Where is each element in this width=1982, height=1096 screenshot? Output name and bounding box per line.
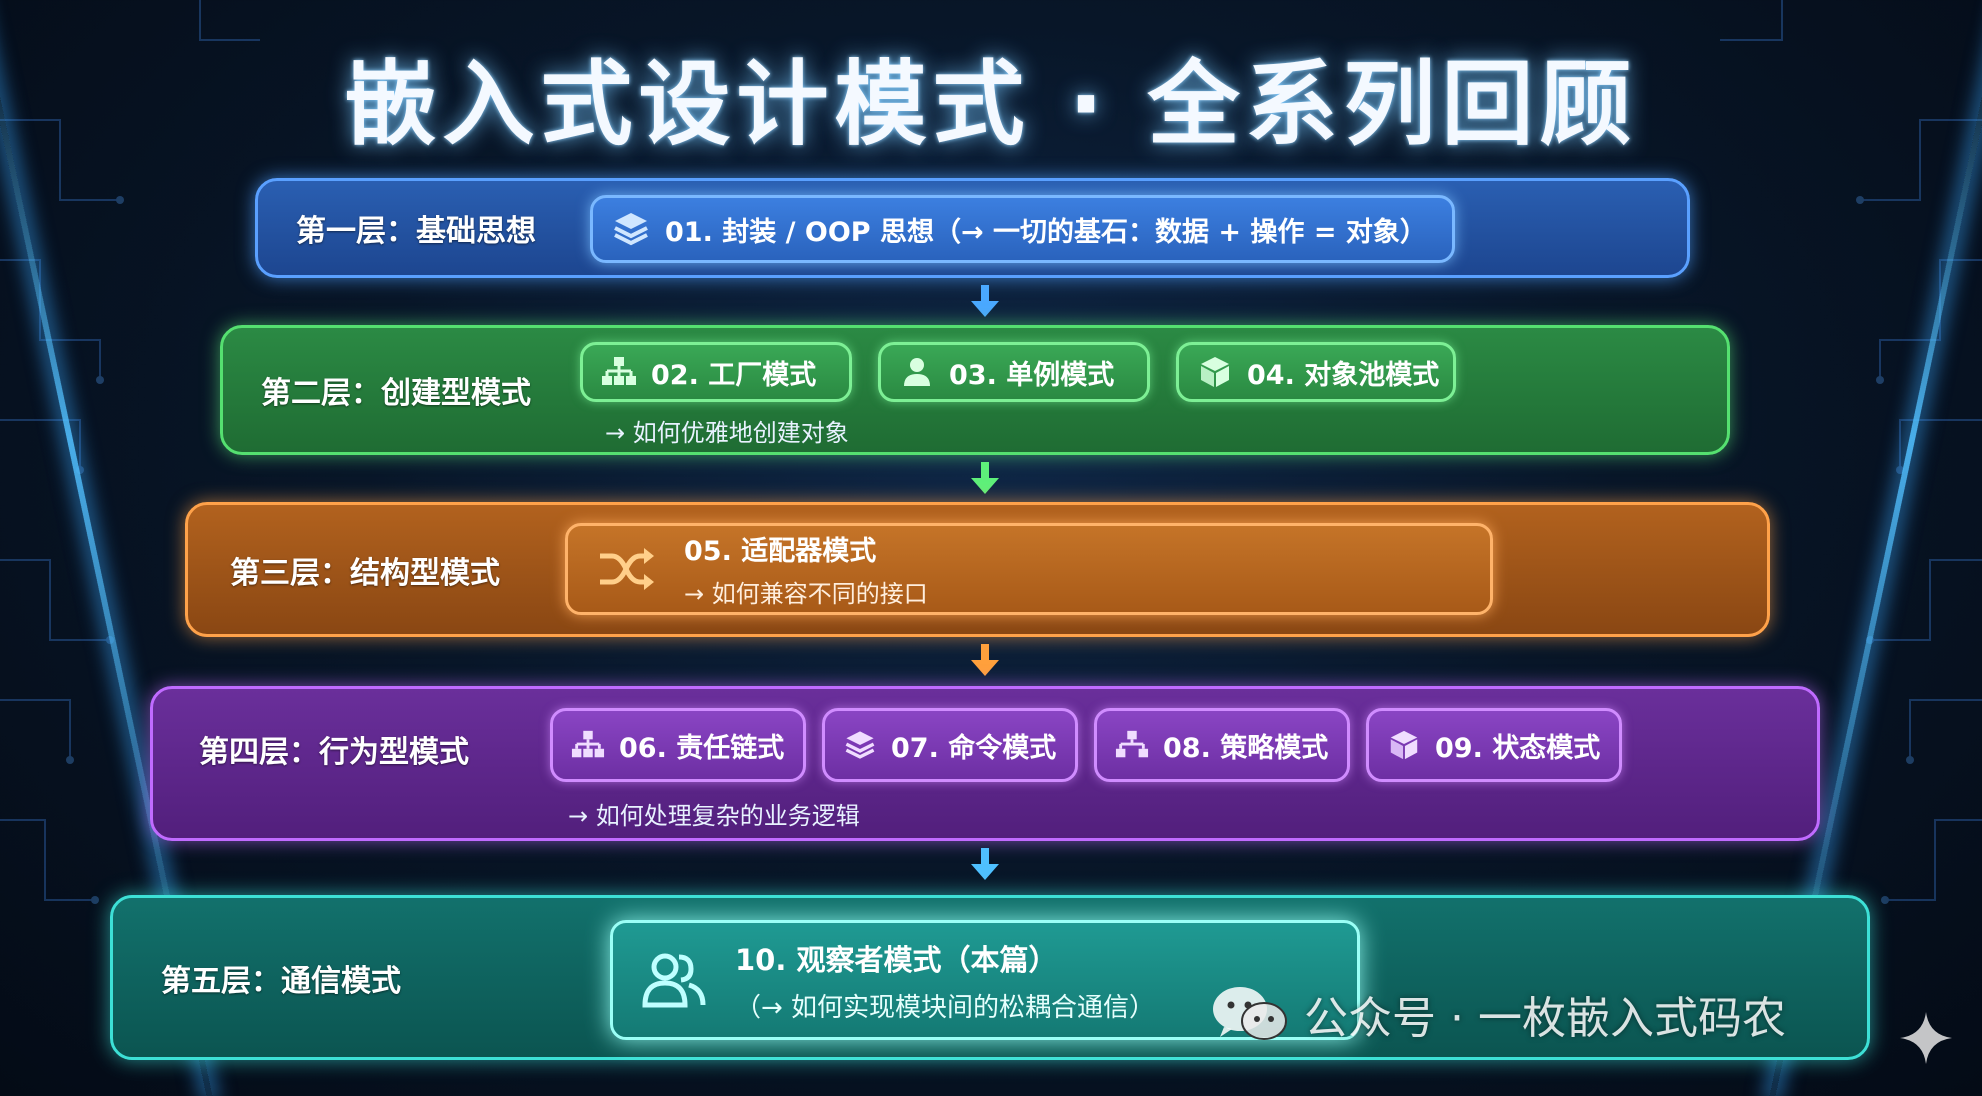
boxes-icon (1201, 357, 1229, 387)
cube-icon (1390, 730, 1418, 760)
pattern-10-text: 10. 观察者模式（本篇） (735, 942, 1058, 977)
user-icon (904, 358, 930, 386)
layers-icon (845, 731, 875, 759)
sparkle-icon (1900, 1012, 1952, 1064)
pattern-01-text: 01. 封装 / OOP 思想（→ 一切的基石：数据 + 操作 = 对象） (665, 216, 1427, 248)
layer-5-label: 第五层：通信模式 (161, 963, 401, 999)
pattern-02-text: 02. 工厂模式 (651, 359, 817, 391)
shuffle-icon (600, 548, 654, 590)
layer-4-label: 第四层：行为型模式 (199, 734, 469, 770)
hierarchy-icon (571, 730, 605, 758)
pattern-08-strategy[interactable]: 08. 策略模式 (1094, 708, 1350, 782)
pattern-04-text: 04. 对象池模式 (1247, 359, 1440, 391)
pattern-02-factory[interactable]: 02. 工厂模式 (580, 342, 852, 402)
pattern-07-text: 07. 命令模式 (891, 732, 1057, 764)
wechat-icon (1213, 987, 1287, 1040)
layer-3-label: 第三层：结构型模式 (230, 555, 500, 591)
pattern-06-chain-of-responsibility[interactable]: 06. 责任链式 (550, 708, 806, 782)
pattern-10-note: （→ 如何实现模块间的松耦合通信） (735, 992, 1156, 1023)
hierarchy-icon (1115, 730, 1149, 758)
page-title: 嵌入式设计模式 · 全系列回顾 (344, 51, 1638, 158)
pattern-05-note: → 如何兼容不同的接口 (684, 580, 928, 608)
pattern-09-state[interactable]: 09. 状态模式 (1366, 708, 1622, 782)
pattern-04-object-pool[interactable]: 04. 对象池模式 (1176, 342, 1456, 402)
pattern-07-command[interactable]: 07. 命令模式 (822, 708, 1078, 782)
watermark: 公众号 · 一枚嵌入式码农 (1210, 982, 1786, 1046)
layer-1-label: 第一层：基础思想 (296, 214, 536, 249)
pattern-09-text: 09. 状态模式 (1435, 732, 1601, 764)
pattern-05-adapter[interactable]: 05. 适配器模式 → 如何兼容不同的接口 (565, 523, 1493, 615)
pattern-01-encapsulation[interactable]: 01. 封装 / OOP 思想（→ 一切的基石：数据 + 操作 = 对象） (590, 195, 1455, 263)
users-icon (642, 953, 706, 1008)
hierarchy-icon (602, 357, 636, 385)
pattern-03-text: 03. 单例模式 (949, 359, 1115, 391)
layer-2-label: 第二层：创建型模式 (261, 376, 531, 411)
pattern-08-text: 08. 策略模式 (1163, 732, 1329, 764)
pattern-05-text: 05. 适配器模式 (684, 536, 877, 567)
watermark-text: 公众号 · 一枚嵌入式码农 (1304, 993, 1786, 1044)
pattern-03-singleton[interactable]: 03. 单例模式 (878, 342, 1150, 402)
layer-2-subtitle: → 如何优雅地创建对象 (605, 419, 849, 447)
layer-4-subtitle: → 如何处理复杂的业务逻辑 (568, 802, 860, 830)
pattern-06-text: 06. 责任链式 (619, 732, 785, 764)
layers-icon (614, 213, 648, 246)
